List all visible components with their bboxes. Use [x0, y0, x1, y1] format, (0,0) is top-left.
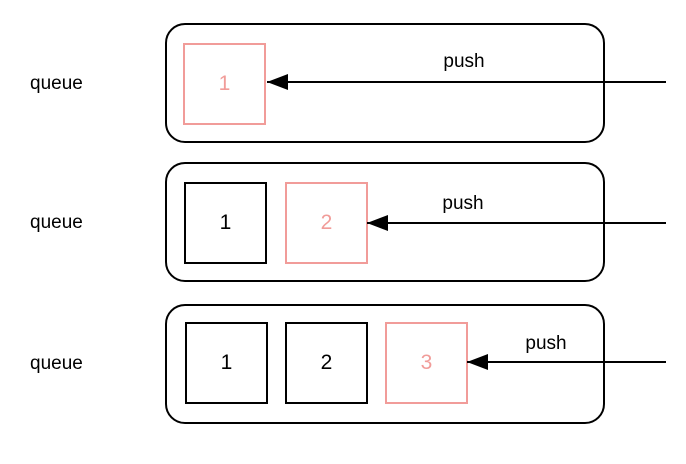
queue-cell-row2-1: 1	[184, 182, 267, 264]
cell-value: 1	[220, 351, 233, 374]
push-arrow-line-row2	[367, 222, 666, 224]
cell-value: 2	[320, 351, 333, 374]
cell-value: 3	[420, 351, 433, 374]
arrow-left-icon	[367, 215, 388, 231]
cell-value: 2	[320, 211, 333, 234]
queue-cell-row3-3: 3	[385, 322, 468, 404]
push-arrow-line-row3	[467, 361, 666, 363]
arrow-left-icon	[267, 74, 288, 90]
queue-cell-row3-1: 1	[185, 322, 268, 404]
cell-value: 1	[218, 72, 231, 95]
push-arrow-line-row1	[267, 81, 666, 83]
push-label-row1: push	[443, 51, 485, 72]
arrow-left-icon	[467, 354, 488, 370]
queue-label-row2: queue	[30, 212, 83, 233]
queue-label-row3: queue	[30, 353, 83, 374]
queue-cell-row3-2: 2	[285, 322, 368, 404]
push-label-row3: push	[525, 333, 567, 354]
push-label-row2: push	[442, 193, 484, 214]
queue-cell-row1-1: 1	[183, 43, 266, 125]
queue-cell-row2-2: 2	[285, 182, 368, 264]
queue-label-row1: queue	[30, 73, 83, 94]
cell-value: 1	[219, 211, 232, 234]
